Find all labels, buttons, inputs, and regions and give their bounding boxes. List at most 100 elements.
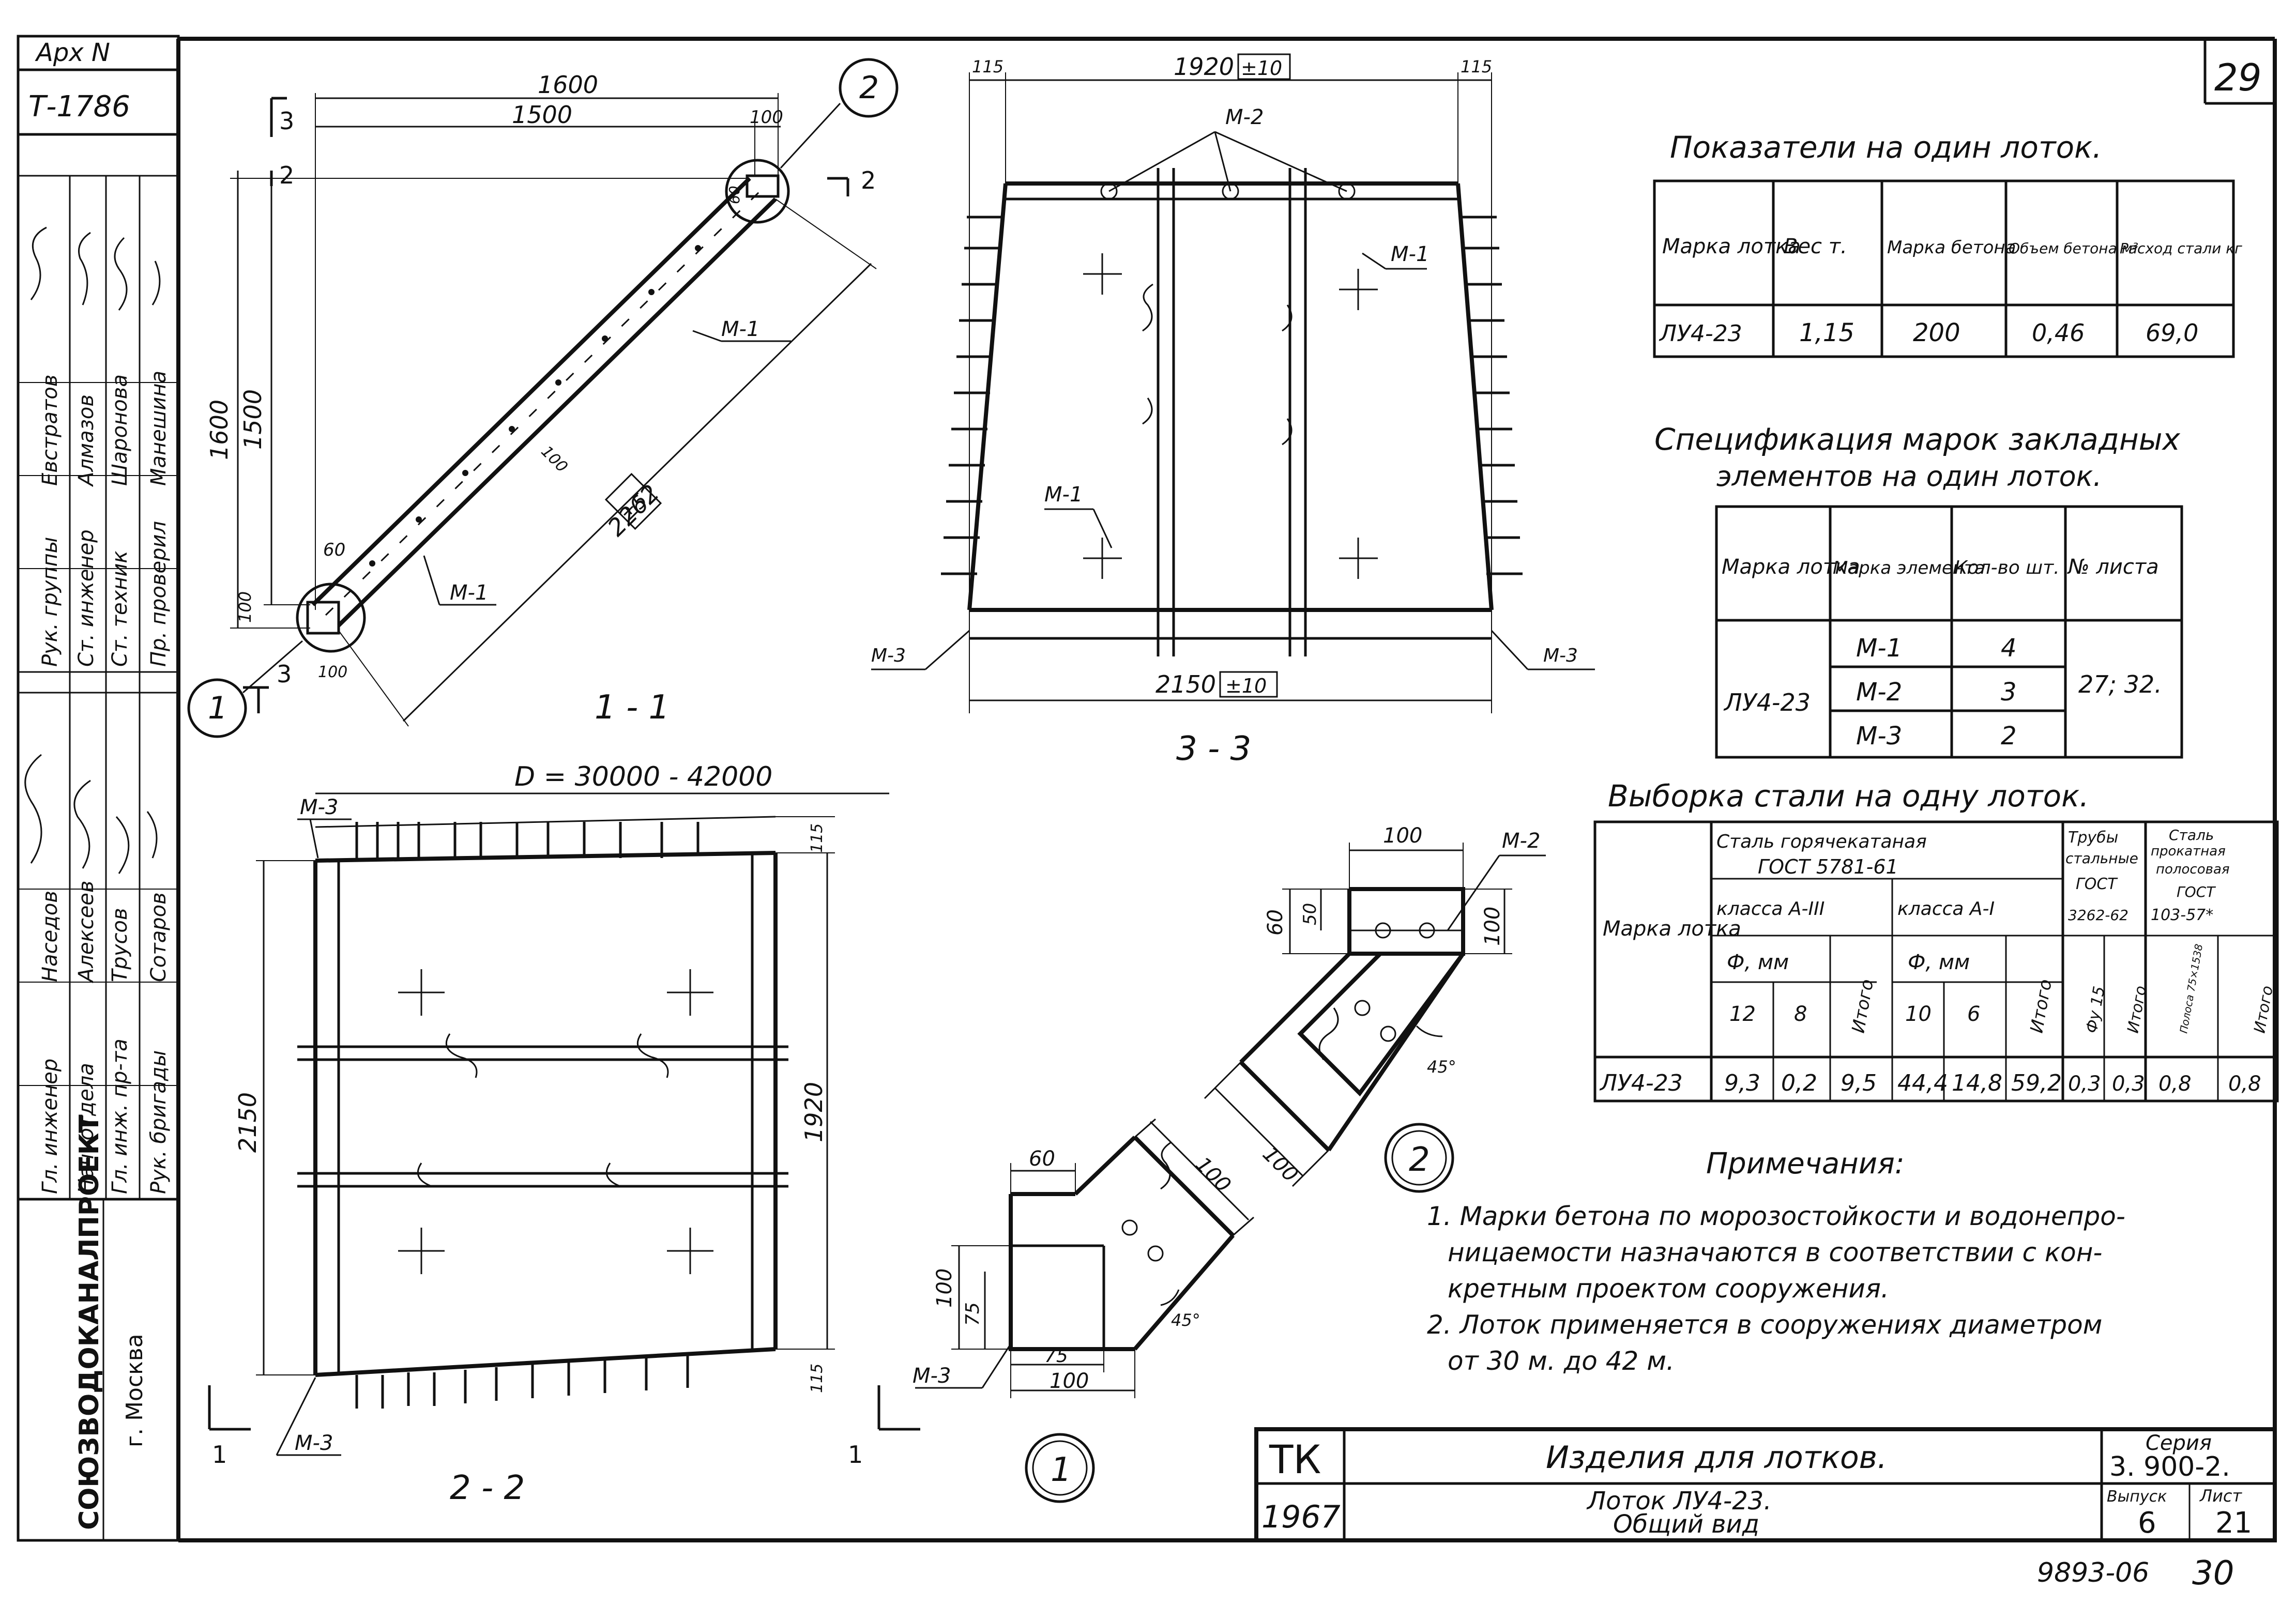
anchor-dots (369, 245, 701, 567)
t2-lotok: ЛУ4-23 (1723, 689, 1811, 716)
dim-100-bottom: 100 (318, 663, 347, 681)
t3-h-steel-1: Сталь горячекатаная (1716, 831, 1927, 852)
cross-marks-3-3 (1083, 253, 1378, 579)
detail1-dim-75-left: 75 (962, 1302, 983, 1326)
t1-c-weight: 1,15 (1799, 318, 1854, 347)
bottom-code: 9893-06 (2037, 1557, 2149, 1588)
table2-title-2: элементов на один лоток. (1716, 460, 2102, 493)
t3-h-8: 8 (1794, 1002, 1807, 1026)
detail1-callout (1025, 1433, 1095, 1503)
arch-number: Т-1786 (28, 90, 130, 124)
t3-h-6: 6 (1967, 1002, 1980, 1026)
sheet-number-box: 29 (2203, 39, 2275, 105)
t3-h-phi: Ф, мм (1727, 951, 1789, 974)
t3-c-strip: 0,8 (2158, 1072, 2192, 1096)
table3-title: Выборка стали на одну лоток. (1608, 778, 2089, 814)
label-m1-right: М-1 (1391, 242, 1429, 266)
detail2-label: 2 (1409, 1141, 1430, 1179)
dim-60-top: 60 (726, 186, 743, 204)
dim-1600-left: 1600 (205, 400, 233, 460)
section-mark-3-top: 3 (279, 107, 294, 135)
label-m3-bottom: М-3 (295, 1431, 333, 1455)
label-m3-right: М-3 (1543, 645, 1578, 666)
side-name-8: Сотаров (147, 892, 171, 982)
t3-h-strip-5: 103-57* (2151, 906, 2213, 924)
tb-title: Изделия для лотков. (1546, 1440, 1887, 1476)
detail-1-m3: 60 100 100 75 75 100 45° М-3 1 (913, 1118, 1254, 1503)
tb-issue: 6 (2138, 1506, 2156, 1540)
t3-h-strip-2: прокатная (2151, 844, 2226, 859)
side-role-4: Пр. проверил (147, 521, 171, 667)
diameter-range: D = 30000 - 42000 (514, 761, 772, 792)
detail2-callout (1384, 1123, 1454, 1193)
detail-2-m2: 100 60 50 100 100 45° М-2 2 (1204, 824, 1546, 1193)
anchor-ticks-left (941, 216, 1003, 575)
tb-year: 1967 (1261, 1499, 1341, 1535)
tb-series-label: Серия (2146, 1431, 2212, 1455)
t2-h-mark: Марка лотка (1722, 555, 1860, 579)
dim-1920: 1920 (1174, 53, 1234, 81)
detail2-label-m2: М-2 (1502, 829, 1540, 853)
dim-100-left: 100 (235, 591, 255, 623)
callout-1: 1 (208, 690, 227, 726)
callout-circle-2 (839, 58, 899, 118)
label-m1-left: М-1 (1044, 483, 1083, 507)
t3-h-steel-2: ГОСТ 5781-61 (1758, 855, 1898, 878)
detail2-angle: 45° (1427, 1057, 1456, 1077)
anchor-ticks-bottom (355, 1354, 689, 1409)
arch-label: Арх N (35, 38, 110, 67)
dim-2150-vertical: 2150 (234, 1092, 262, 1153)
dim-100-mid: 100 (537, 442, 571, 476)
anchor-ticks-top (355, 822, 700, 858)
t1-c-mark: ЛУ4-23 (1659, 320, 1742, 347)
label-m1-lower: М-1 (450, 581, 488, 605)
tb-sheet-label: Лист (2199, 1486, 2242, 1506)
tol-1920: ±10 (1241, 57, 1282, 80)
note-line-5: от 30 м. до 42 м. (1448, 1346, 1675, 1376)
note-line-4: 2. Лоток применяется в сооружениях диаме… (1427, 1310, 2102, 1340)
note-line-3: кретным проектом сооружения. (1448, 1274, 1889, 1304)
t3-h-class3: класса А-III (1716, 898, 1824, 920)
view-section-1-1: 1600 1500 100 1600 1500 100 60 60 100 10… (187, 58, 899, 738)
t3-h-itogo-2: Итого (2026, 977, 2056, 1034)
tb-sheet: 21 (2215, 1506, 2252, 1540)
side-name-7: Трусов (108, 908, 132, 982)
detail-circle-1 (296, 583, 366, 653)
t3-h-strip-4: ГОСТ (2177, 883, 2216, 900)
tb-issue-label: Выпуск (2107, 1488, 2167, 1506)
side-name-6: Алексеев (74, 881, 98, 984)
detail2-dim-100-right: 100 (1481, 907, 1504, 946)
tol-2150: ±10 (1225, 675, 1267, 697)
table2-title-1: Спецификация марок закладных (1654, 422, 2181, 457)
detail2-dim-100-bottom: 100 (1258, 1142, 1303, 1187)
t2-sheets: 27; 32. (2078, 670, 2162, 698)
t3-c-12: 9,3 (1724, 1070, 1760, 1096)
notes-block: Примечания: 1. Марки бетона по морозосто… (1427, 1147, 2125, 1376)
side-role-3: Ст. техник (108, 550, 132, 667)
view-label-1-1: 1 - 1 (595, 689, 670, 727)
detail1-dim-100-top: 100 (1191, 1153, 1236, 1198)
t1-h-volume: Объем бетона м³ (2009, 240, 2138, 257)
table-indicators: Показатели на один лоток. Марка лотка Ве… (1653, 130, 2242, 358)
t3-h-class1: класса А-I (1897, 898, 1995, 920)
t1-c-volume: 0,46 (2032, 319, 2085, 347)
tb-series: 3. 900-2. (2109, 1451, 2230, 1482)
side-name-3: Шаронова (108, 374, 132, 486)
t3-c-10: 44,4 (1897, 1070, 1948, 1096)
dim-2150: 2150 (1155, 670, 1216, 698)
t3-c-6: 14,8 (1952, 1070, 2002, 1096)
t2-q-3: 2 (2001, 722, 2017, 751)
dim-60-bottom: 60 (323, 540, 345, 560)
dim-1500-top: 1500 (512, 101, 572, 129)
dim-1600-top: 1600 (538, 71, 598, 99)
t2-el-2: М-2 (1856, 678, 1902, 707)
t3-h-phi2: Ф, мм (1908, 951, 1970, 974)
t3-h-pipes-1: Трубы (2068, 829, 2118, 847)
t3-c-itogo2: 59,2 (2011, 1070, 2062, 1096)
side-role-1: Рук. группы (38, 537, 62, 667)
tb-tk: ТК (1269, 1436, 1321, 1482)
view-section-2-2: D = 30000 - 42000 (208, 761, 920, 1507)
detail1-dim-75-bottom: 75 (1044, 1345, 1068, 1367)
title-block: ТК 1967 Изделия для лотков. Лоток ЛУ4-23… (1254, 1427, 2277, 1542)
dim-115-bottom: 115 (808, 1364, 826, 1393)
